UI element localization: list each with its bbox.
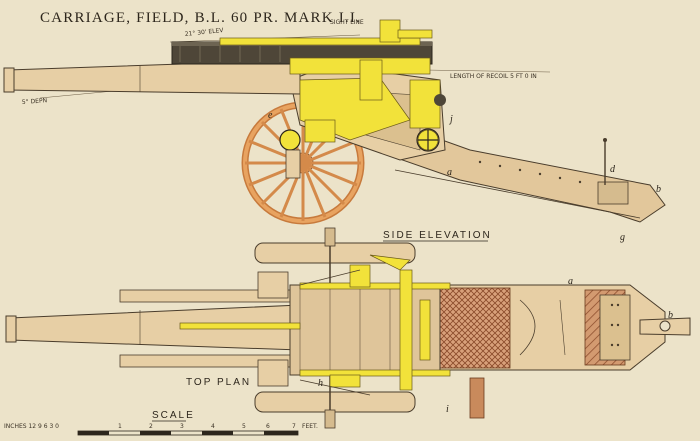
plan-brass-fittings (179, 254, 451, 391)
scale-tick-4: 4 (211, 423, 215, 430)
scale-tick-6: 6 (266, 423, 270, 430)
elevation-label: 21° 30' ELEV (184, 27, 224, 38)
recoil-length-label: LENGTH OF RECOIL 5 FT 0 IN (450, 73, 537, 80)
side-elevation-label: SIDE ELEVATION (383, 230, 492, 241)
ref-h-plan: h (318, 378, 323, 389)
scale-inches-label: INCHES 12 9 6 3 0 (4, 423, 59, 430)
top-plan-view (5, 227, 691, 429)
drawing-title: CARRIAGE, FIELD, B.L. 60 PR. MARK I.I. (40, 10, 361, 26)
depression-label: 5° DEPN (22, 97, 48, 106)
ref-i-plan: i (446, 404, 449, 415)
hatched-trail-section (429, 287, 511, 369)
ref-b-plan: b (668, 310, 673, 321)
scale-tick-5: 5 (242, 423, 246, 430)
ref-a-plan: a (568, 276, 573, 287)
scale-tick-3: 3 (180, 423, 184, 430)
ref-e-side: e (268, 110, 273, 121)
ref-b-side: b (656, 184, 661, 195)
ref-j-side: j (448, 114, 453, 125)
sight-line-label: SIGHT LINE (330, 19, 364, 26)
scale-tick-1: 1 (118, 423, 122, 430)
ref-a-side: a (447, 167, 452, 178)
top-plan-label: TOP PLAN (186, 377, 251, 388)
side-brass-fittings (219, 19, 441, 151)
side-elevation-view (3, 19, 666, 225)
plan-wheel-lower (254, 391, 416, 413)
scale-bar: SCALE INCHES 12 9 6 3 0 1 2 3 4 5 6 7 FE… (4, 410, 318, 436)
ref-d-side: d (610, 164, 616, 175)
scale-tick-2: 2 (149, 423, 153, 430)
ref-g-side: g (620, 232, 625, 243)
scale-title: SCALE (152, 410, 195, 421)
scale-tick-7: 7 (292, 423, 296, 430)
scale-unit: FEET. (302, 423, 318, 430)
